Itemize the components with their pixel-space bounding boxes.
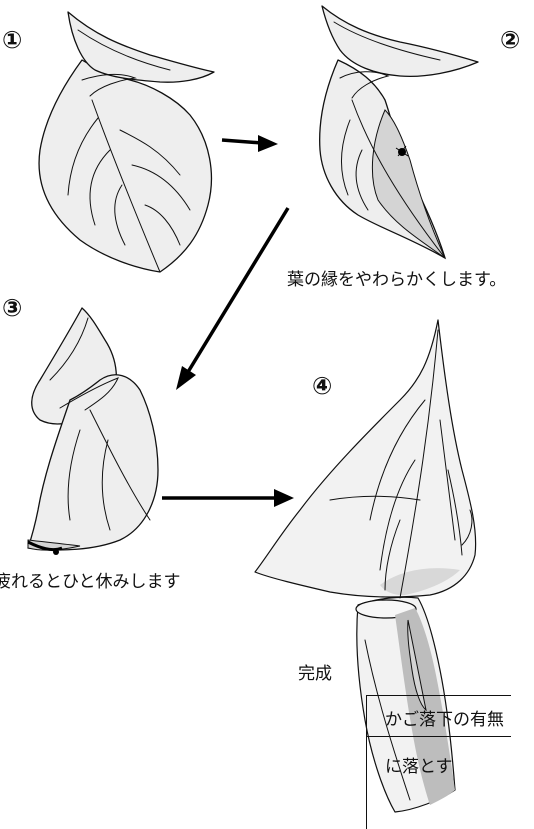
table-header-cell: かご落下の有無	[385, 705, 504, 730]
caption-step2: 葉の縁をやわらかくします。	[287, 272, 506, 289]
caption-step3: 疲れるとひと休みします	[0, 574, 181, 591]
caption-step4: 完成	[298, 666, 332, 683]
step-number-2: ②	[500, 28, 520, 52]
step1-leaf	[39, 12, 214, 272]
table-row-cell: に落とす	[385, 752, 453, 777]
arrow-step1-to-step2	[222, 135, 278, 152]
step3-leaf	[28, 308, 158, 555]
step-number-1: ①	[2, 28, 22, 52]
table-divider	[367, 736, 511, 737]
arrow-step3-to-step4	[162, 489, 294, 507]
step-number-4: ④	[312, 374, 332, 398]
step2-leaf	[320, 6, 478, 258]
step-number-3: ③	[2, 296, 22, 320]
partial-table: かご落下の有無 に落とす	[366, 695, 511, 829]
